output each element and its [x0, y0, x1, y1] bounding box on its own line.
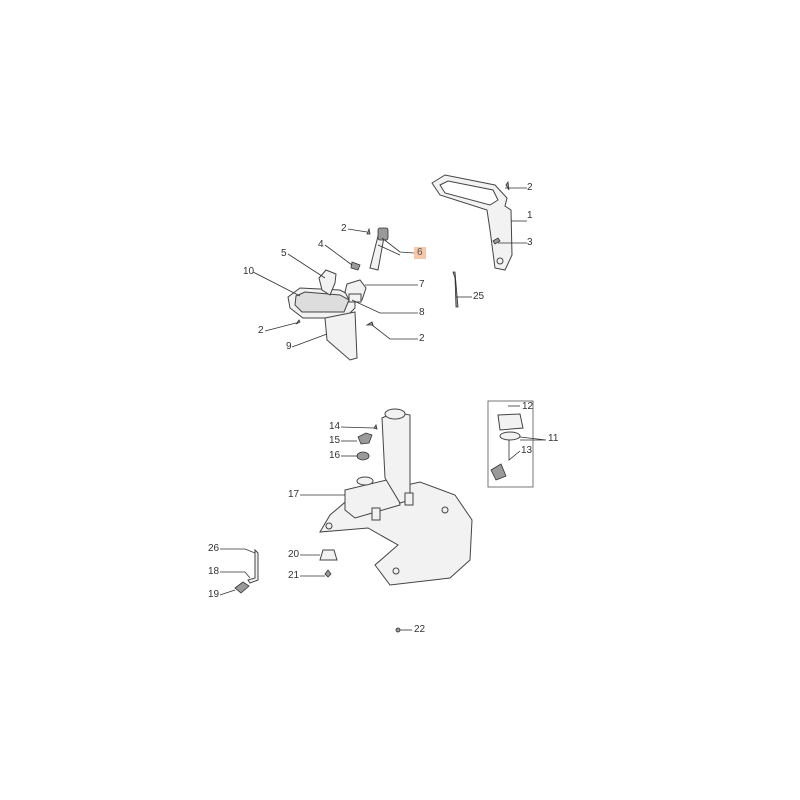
callout-3: 3	[527, 237, 533, 248]
callout-15: 15	[329, 435, 341, 446]
callout-17: 17	[288, 489, 300, 500]
callout-2: 2	[341, 223, 347, 234]
callout-8: 8	[419, 307, 425, 318]
callout-26: 26	[208, 543, 220, 554]
part-handle-bracket	[431, 174, 527, 271]
part-base	[300, 408, 473, 586]
part-small-lower	[219, 548, 412, 633]
callout-9: 9	[286, 341, 292, 352]
callout-18: 18	[208, 566, 220, 577]
callout-20: 20	[288, 549, 300, 560]
callout-14: 14	[329, 421, 341, 432]
part-upper-assembly	[252, 227, 472, 361]
part-cap-kit	[487, 400, 547, 488]
callout-10: 10	[243, 266, 255, 277]
callout-22: 22	[414, 624, 426, 635]
callout-2: 2	[419, 333, 425, 344]
callout-13: 13	[521, 445, 533, 456]
callout-6-highlighted[interactable]: 6	[414, 247, 426, 259]
callout-21: 21	[288, 570, 300, 581]
callout-4: 4	[318, 239, 324, 250]
callout-5: 5	[281, 248, 287, 259]
callout-19: 19	[208, 589, 220, 600]
callout-1: 1	[527, 210, 533, 221]
callout-2: 2	[258, 325, 264, 336]
callout-12: 12	[522, 401, 534, 412]
callout-25: 25	[473, 291, 485, 302]
callout-16: 16	[329, 450, 341, 461]
callout-7: 7	[419, 279, 425, 290]
callout-2: 2	[527, 182, 533, 193]
callout-11: 11	[548, 433, 559, 444]
